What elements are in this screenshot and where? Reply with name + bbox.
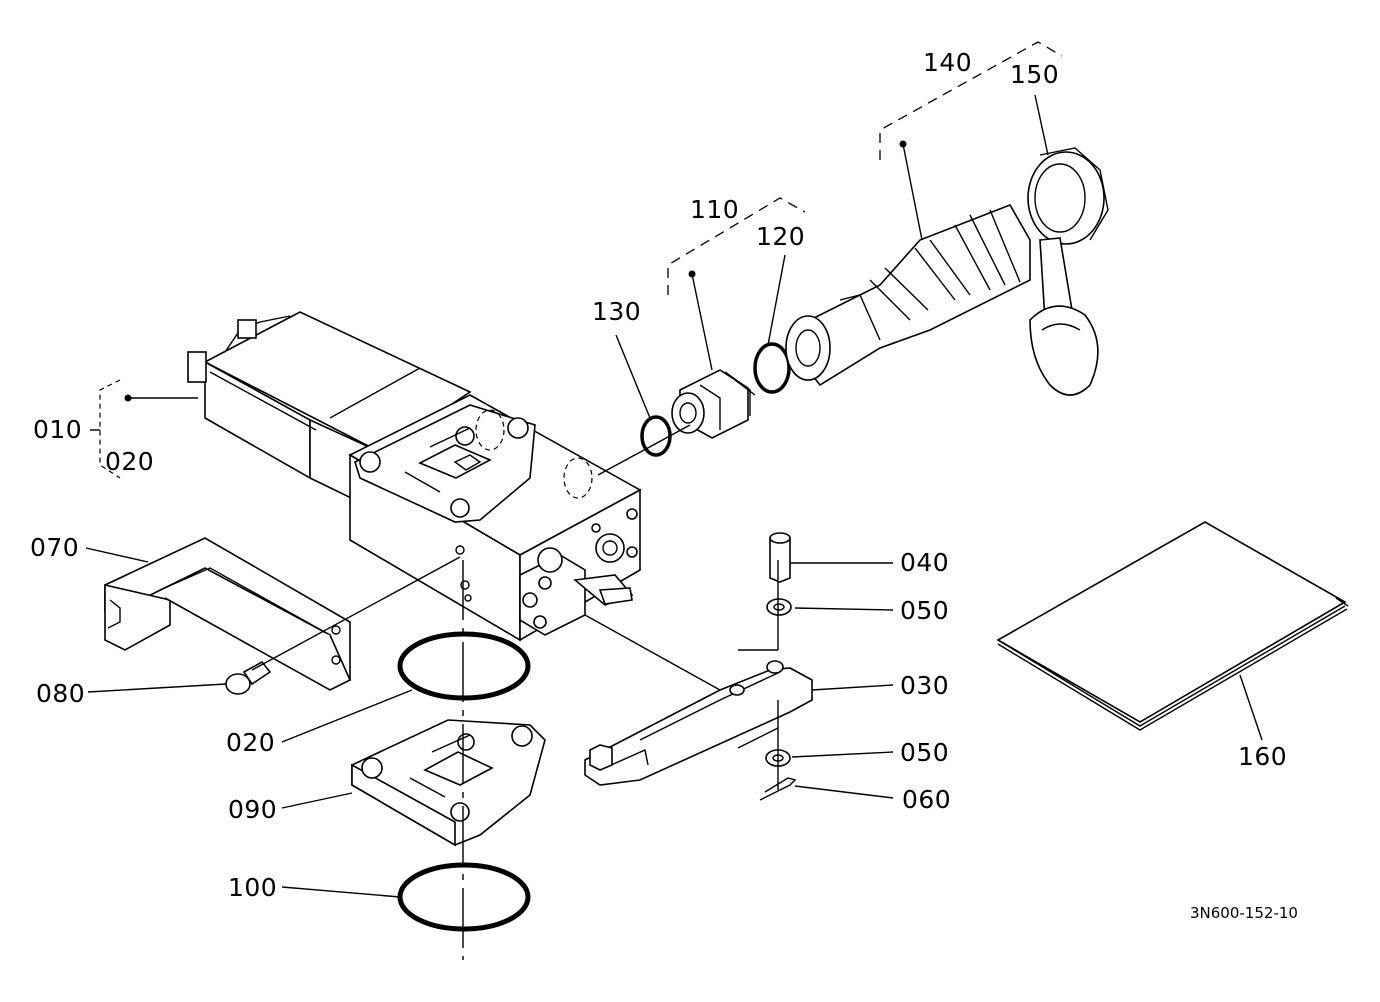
o-ring-020 bbox=[397, 631, 531, 701]
part-label-050-bottom: 050 bbox=[900, 738, 949, 767]
part-label-020-mid: 020 bbox=[226, 728, 275, 757]
drawing-number: 3N600-152-10 bbox=[1190, 904, 1298, 922]
valve-body-assembly bbox=[187, 311, 642, 642]
part-label-010: 010 bbox=[33, 415, 82, 444]
o-ring-120 bbox=[753, 342, 791, 394]
bracket-140 bbox=[879, 41, 1063, 160]
lever-030 bbox=[584, 614, 813, 786]
clip-060 bbox=[759, 777, 797, 801]
pin-040 bbox=[769, 532, 791, 583]
part-label-150: 150 bbox=[1010, 60, 1059, 89]
part-label-040: 040 bbox=[900, 548, 949, 577]
coupler-140 bbox=[785, 204, 1031, 387]
part-label-130: 130 bbox=[592, 297, 641, 326]
washer-050-top-hole bbox=[773, 603, 785, 611]
part-label-110: 110 bbox=[690, 195, 739, 224]
part-label-050-top: 050 bbox=[900, 596, 949, 625]
bracket-plate-070 bbox=[104, 537, 352, 691]
part-label-080: 080 bbox=[36, 679, 85, 708]
cover-plate-090 bbox=[351, 719, 546, 847]
part-label-100: 100 bbox=[228, 873, 277, 902]
washer-050-top bbox=[766, 598, 792, 616]
part-label-160: 160 bbox=[1238, 742, 1287, 771]
part-label-030: 030 bbox=[900, 671, 949, 700]
part-label-070: 070 bbox=[30, 533, 79, 562]
assembly-bracket-010 bbox=[90, 379, 198, 479]
part-label-020-top: 020 bbox=[105, 447, 154, 476]
bracket-110 bbox=[667, 197, 806, 295]
part-label-120: 120 bbox=[756, 222, 805, 251]
part-label-060: 060 bbox=[902, 785, 951, 814]
dust-cap-150 bbox=[1027, 147, 1109, 396]
adapter-110 bbox=[671, 369, 756, 439]
operators-manual-160 bbox=[996, 521, 1349, 731]
o-ring-100 bbox=[397, 862, 531, 932]
part-label-140: 140 bbox=[923, 48, 972, 77]
part-label-090: 090 bbox=[228, 795, 277, 824]
leader-lines bbox=[85, 94, 1263, 898]
